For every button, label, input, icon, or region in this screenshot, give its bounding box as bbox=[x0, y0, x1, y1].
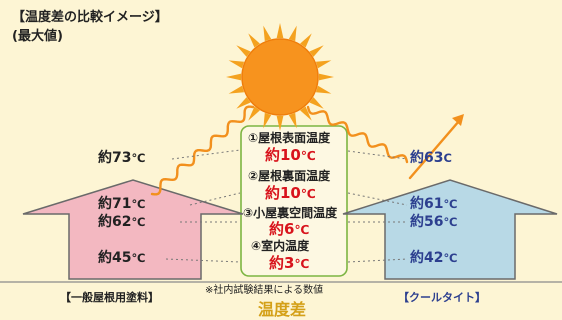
sun-ray bbox=[276, 23, 284, 39]
conventional-roof-back-temp: 約71℃ bbox=[98, 196, 146, 212]
diagram-subtitle: (最大値) bbox=[12, 29, 63, 44]
sun-ray bbox=[309, 45, 324, 57]
temperature-difference-caption: 温度差 bbox=[258, 300, 307, 319]
sun-ray bbox=[236, 45, 251, 57]
sun-ray bbox=[300, 106, 312, 121]
sun-ray bbox=[300, 33, 312, 48]
sun-ray bbox=[318, 73, 334, 81]
difference-box bbox=[240, 125, 348, 277]
cooltight-roof-back-temp: 約61℃ bbox=[410, 196, 458, 212]
difference-label-roof-back: ②屋根裏面温度 bbox=[248, 169, 331, 183]
conventional-indoor-temp: 約45℃ bbox=[98, 250, 146, 266]
cooltight-house bbox=[342, 179, 558, 280]
reflection-arrow bbox=[408, 119, 461, 180]
sun-ray bbox=[276, 115, 284, 131]
sun-ray bbox=[228, 85, 245, 94]
leader-line bbox=[347, 192, 408, 206]
sun-ray bbox=[315, 60, 332, 69]
difference-value-roof-back: 約10℃ bbox=[265, 184, 316, 202]
leader-lines bbox=[165, 149, 408, 263]
conventional-roof-surface-temp: 約73℃ bbox=[98, 150, 146, 166]
test-note: ※社内試験結果による数値 bbox=[205, 285, 324, 296]
heat-wave-left bbox=[150, 105, 255, 196]
sun-ray bbox=[236, 97, 251, 109]
sun-icon bbox=[242, 39, 318, 115]
sun-ray bbox=[315, 85, 332, 94]
sun-ray bbox=[288, 25, 297, 42]
leader-line bbox=[165, 258, 241, 263]
sun-ray bbox=[263, 112, 272, 129]
difference-label-roof-surface: ①屋根表面温度 bbox=[248, 131, 331, 145]
sun-rays bbox=[226, 23, 334, 131]
sun-ray bbox=[228, 60, 245, 69]
difference-label-attic: ③小屋裏空間温度 bbox=[243, 206, 338, 220]
sun-ray bbox=[263, 25, 272, 42]
cooltight-roof-surface-temp: 約63C bbox=[410, 150, 452, 166]
conventional-label: 【一般屋根用塗料】 bbox=[60, 291, 159, 304]
leader-line bbox=[171, 149, 241, 160]
sun-outline bbox=[241, 38, 319, 116]
sun-ray bbox=[288, 112, 297, 129]
difference-value-indoor: 約3℃ bbox=[269, 254, 310, 272]
difference-label-indoor: ④室内温度 bbox=[251, 239, 310, 253]
cooltight-label: 【クールタイト】 bbox=[398, 291, 486, 304]
sun-ray bbox=[309, 97, 324, 109]
heat-wave-right bbox=[306, 105, 409, 164]
sun-ray bbox=[248, 106, 260, 121]
difference-value-attic: 約6℃ bbox=[269, 220, 310, 238]
sun-ray bbox=[248, 33, 260, 48]
diagram-title: 【温度差の比較イメージ】 bbox=[12, 10, 168, 25]
difference-value-roof-surface: 約10℃ bbox=[265, 146, 316, 164]
sun-ray bbox=[226, 73, 242, 81]
cooltight-indoor-temp: 約42℃ bbox=[410, 250, 458, 266]
leader-line bbox=[189, 192, 241, 206]
conventional-attic-temp: 約62℃ bbox=[98, 214, 146, 230]
reflection-arrow-head bbox=[452, 114, 464, 126]
conventional-house bbox=[22, 179, 244, 280]
cooltight-attic-temp: 約56℃ bbox=[410, 214, 458, 230]
